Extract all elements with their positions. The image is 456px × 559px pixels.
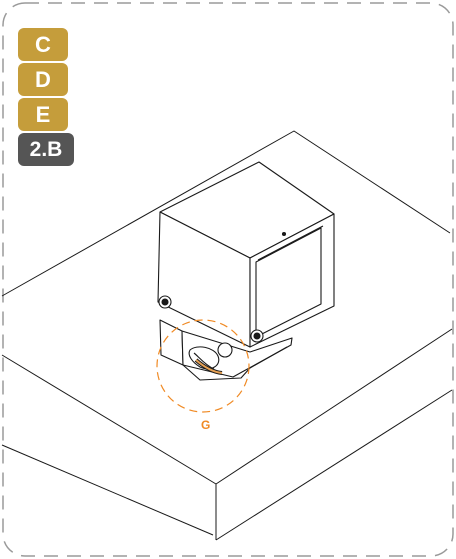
callout-g-label: G [201, 418, 211, 432]
step-badge-e: E [18, 98, 68, 131]
step-badge-stack: C D E 2.B [18, 28, 74, 168]
counter-front-left-face [1, 444, 214, 536]
step-badge-2b: 2.B [18, 133, 74, 166]
step-badge-c: C [18, 28, 68, 61]
appliance-base [159, 319, 184, 366]
callout-g-circle [156, 319, 250, 413]
counter-front-right-face [215, 389, 453, 541]
indicator-dot [281, 231, 287, 237]
countertop-line-art [1, 130, 453, 541]
step-badge-d: D [18, 63, 68, 96]
appliance-line-art [157, 161, 335, 381]
outlet-body [188, 346, 220, 370]
appliance-right-face [249, 213, 335, 348]
counter-top-face [1, 130, 451, 297]
appliance-door [255, 227, 322, 338]
